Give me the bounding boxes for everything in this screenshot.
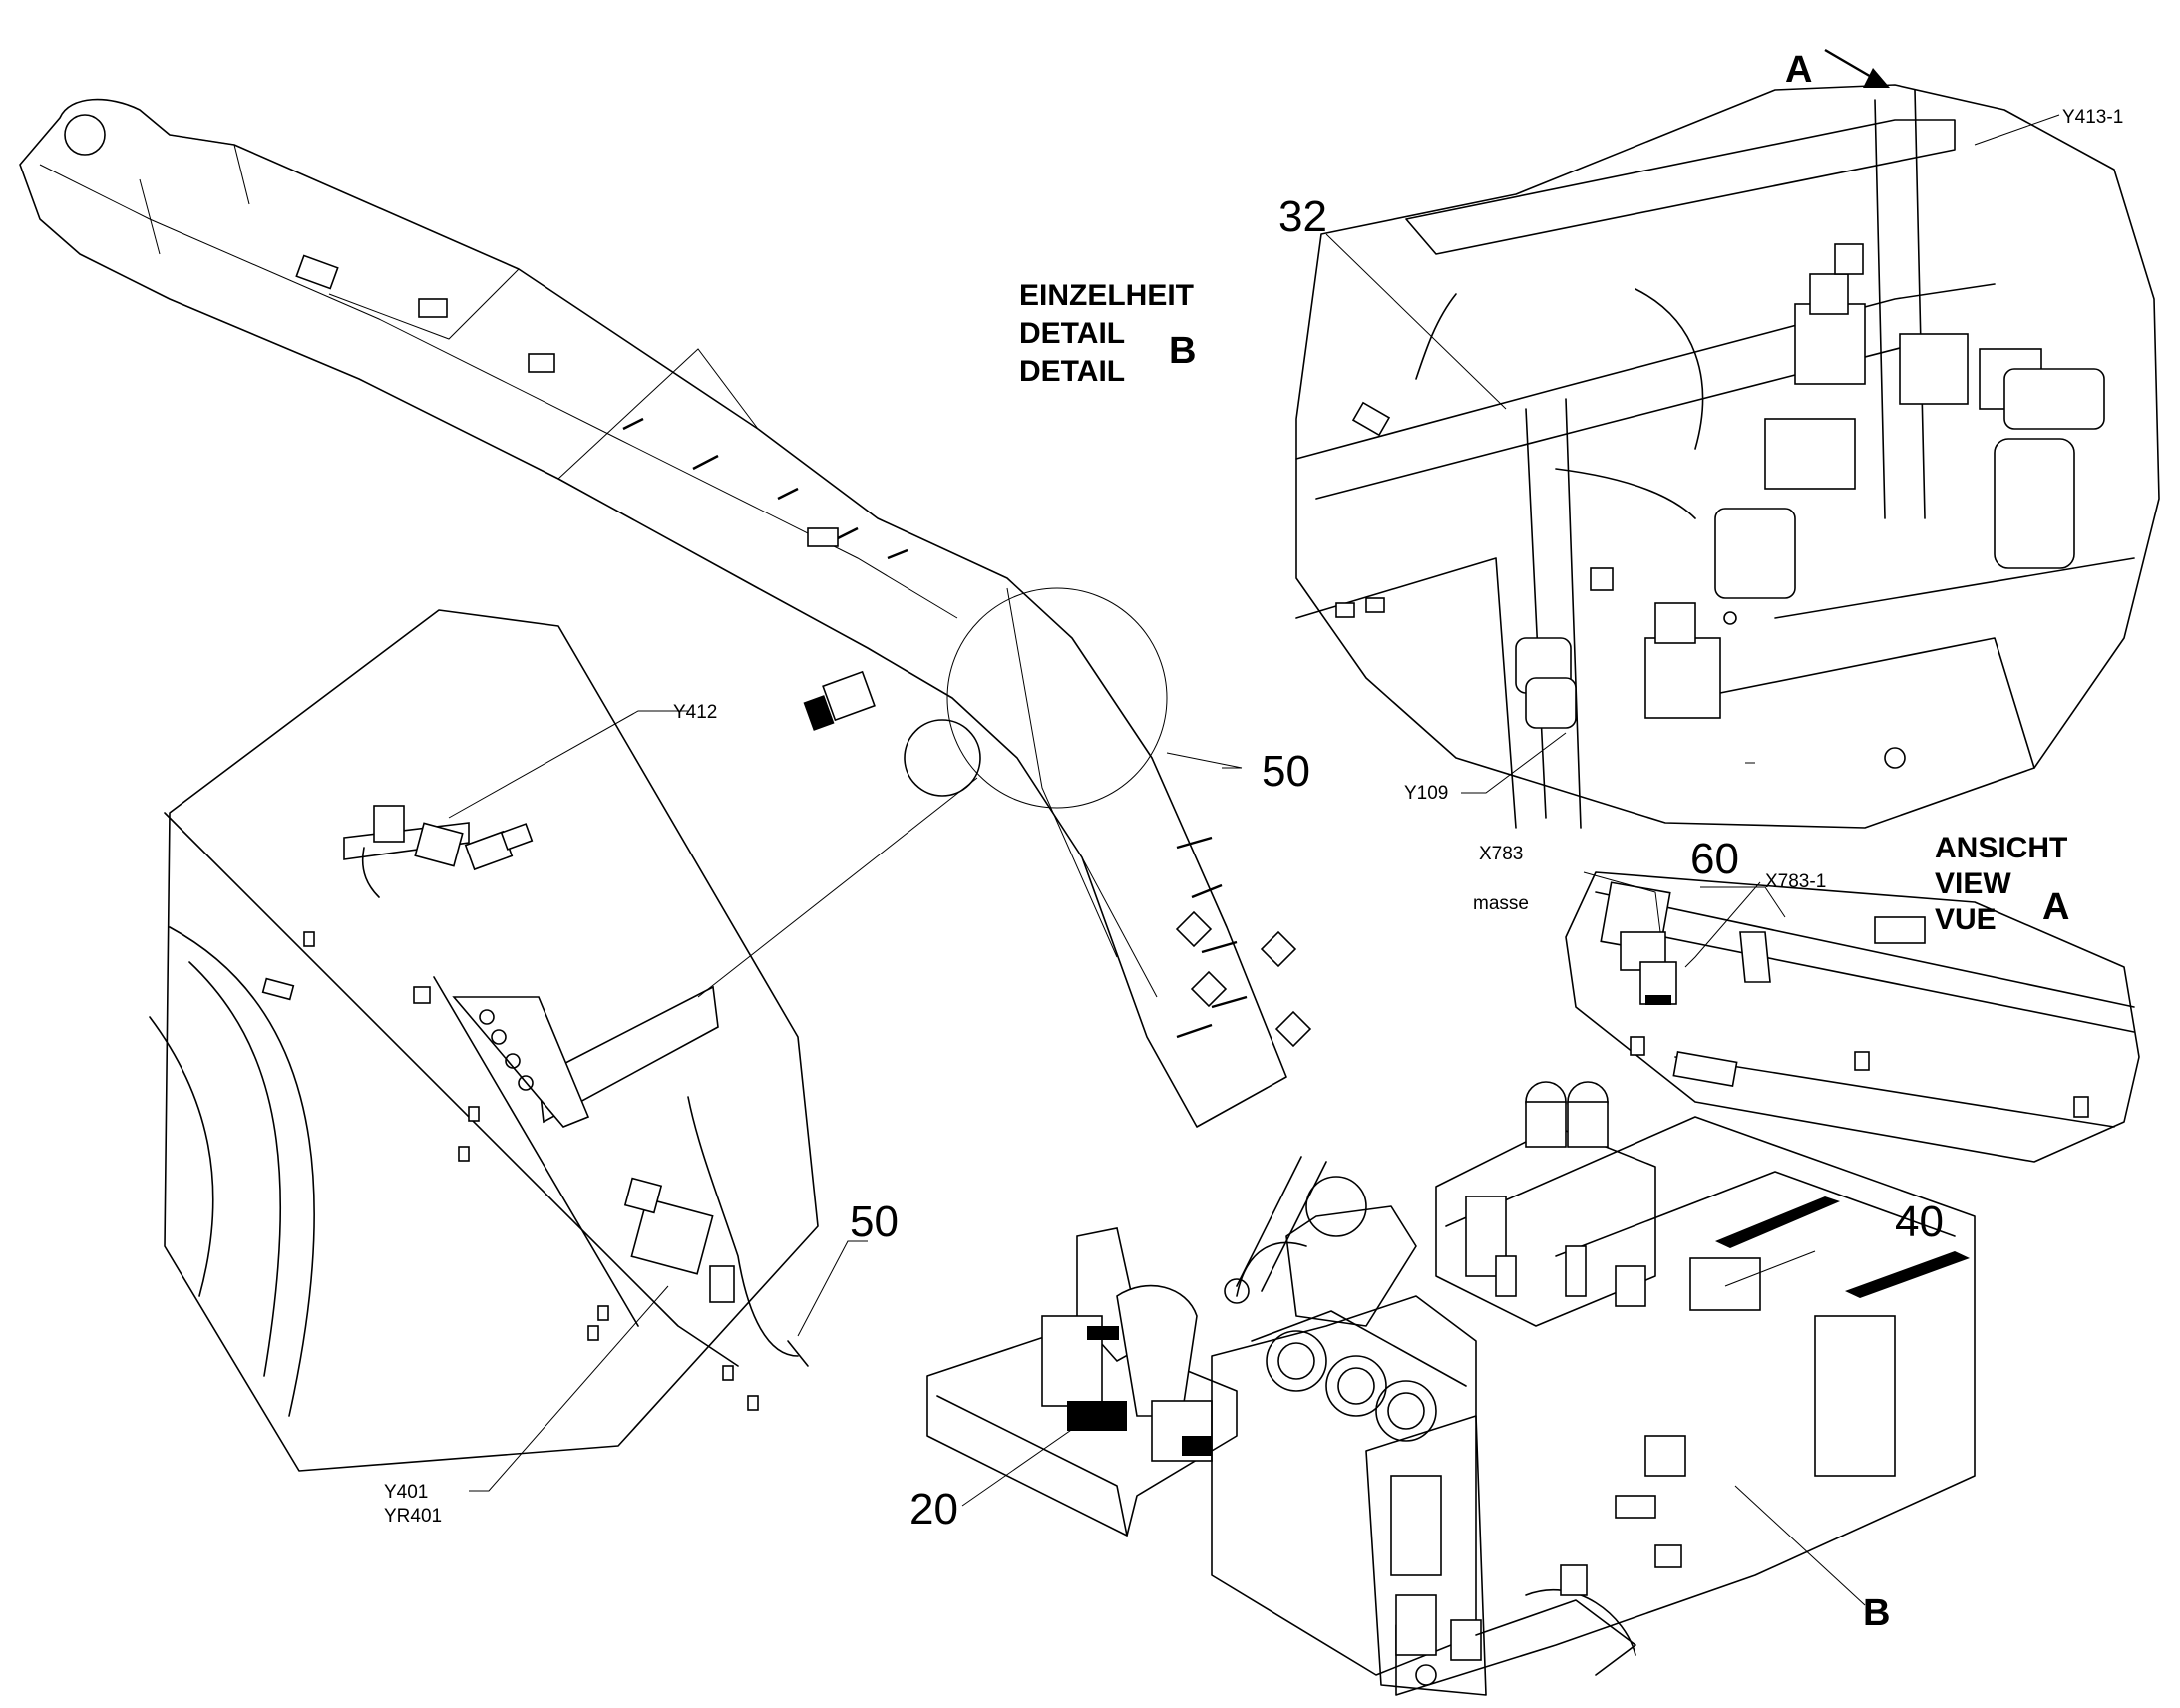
solenoid-valve-y412 — [414, 822, 464, 867]
filter — [1994, 438, 2075, 569]
view-a-title-line2: VIEW — [1935, 867, 2011, 900]
view-a-title-line1: ANSICHT — [1935, 832, 2067, 864]
boom-pivot-hole — [64, 114, 106, 156]
label-y109: Y109 — [1404, 783, 1448, 804]
detail-b-title-line1: EINZELHEIT — [1019, 279, 1194, 312]
callout-20: 20 — [909, 1485, 958, 1534]
label-x783-1: X783-1 — [1765, 871, 1826, 892]
callout-50-detail: 50 — [850, 1197, 899, 1246]
solenoid-valve-y401 — [630, 1197, 714, 1275]
machine-upper-carriage — [926, 1081, 1976, 1696]
view-a-bubble — [1565, 871, 2140, 1163]
callout-50-boom: 50 — [1262, 747, 1310, 796]
label-x783: X783 — [1479, 844, 1523, 864]
detail-b-title-line3: DETAIL — [1019, 355, 1125, 388]
valve-y109 — [1644, 637, 1721, 719]
valve-block-2 — [1899, 333, 1969, 405]
detail-bubble-b — [1295, 84, 2160, 829]
callout-32: 32 — [1278, 192, 1327, 241]
label-yr401: YR401 — [384, 1506, 442, 1527]
boom-cylinder-pin — [904, 719, 981, 797]
detail-bubble-boom — [149, 609, 819, 1472]
view-a-letter: A — [2042, 886, 2069, 928]
valve-block-1 — [1794, 303, 1866, 385]
label-y413-1: Y413-1 — [2062, 107, 2123, 128]
callout-60: 60 — [1690, 835, 1739, 883]
detail-b-letter: B — [1169, 330, 1196, 372]
mount-plate — [538, 985, 719, 1124]
view-a-arrow-label: A — [1785, 49, 1812, 91]
leader-lines — [448, 114, 2060, 1606]
label-y401: Y401 — [384, 1482, 428, 1503]
boom-camera — [822, 670, 876, 722]
callout-40: 40 — [1895, 1197, 1944, 1246]
view-a-title-line3: VUE — [1935, 903, 1997, 936]
detail-reference-circle — [946, 587, 1168, 809]
bracket-box — [1764, 418, 1856, 490]
component-40 — [1689, 1257, 1761, 1311]
callout-b: B — [1863, 1592, 1890, 1634]
boom-arm — [19, 98, 1312, 1128]
label-masse: masse — [1473, 893, 1529, 914]
main-frame-box — [1211, 1295, 1477, 1676]
label-y412: Y412 — [673, 702, 717, 723]
detail-b-title-line2: DETAIL — [1019, 317, 1125, 350]
annotations: A Y413-1 32 EINZELHEIT DETAIL DETAIL B 5… — [384, 49, 2123, 1634]
